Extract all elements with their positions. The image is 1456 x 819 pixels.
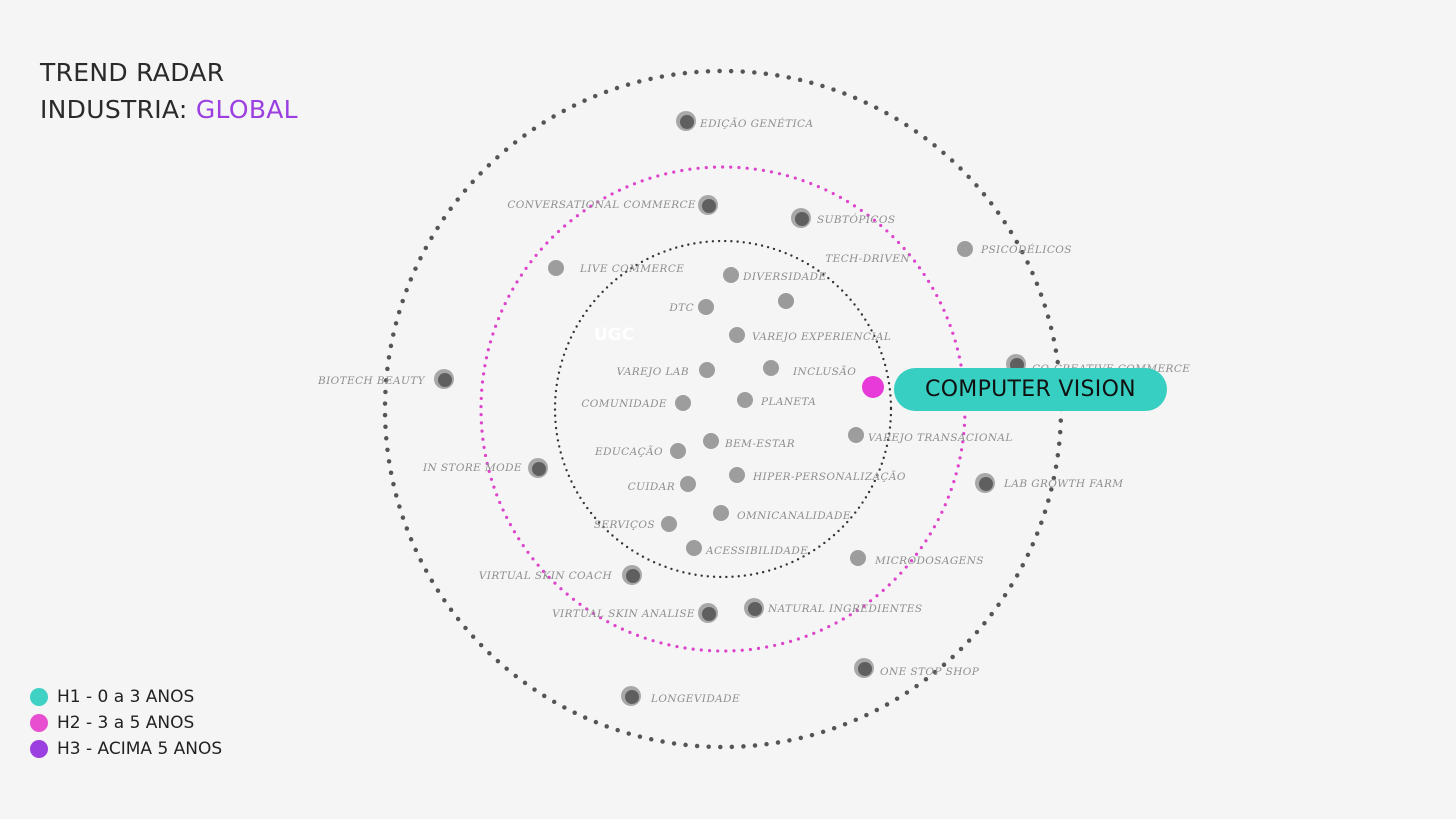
title-line-1: TREND RADAR <box>40 58 225 87</box>
trend-label-virtual-skin-analise: VIRTUAL SKIN ANALISE <box>552 608 695 620</box>
trend-dot-servicos[interactable] <box>661 516 677 532</box>
trend-label-subtopicos: SUBTÓPICOS <box>817 212 895 226</box>
trend-label-acessibilidade: ACESSIBILIDADE <box>705 545 808 557</box>
trend-dot-psicodelicos[interactable] <box>957 241 973 257</box>
title-line-2: INDUSTRIA: GLOBAL <box>40 91 298 128</box>
trend-dot-one-stop-shop[interactable] <box>858 662 872 676</box>
trend-label-varejo-lab: VAREJO LAB <box>617 366 689 378</box>
trend-dot-unlabeled[interactable] <box>778 293 794 309</box>
trend-label-varejo-transacional: VAREJO TRANSACIONAL <box>868 432 1013 444</box>
trend-dot-varejo-experiencial[interactable] <box>729 327 745 343</box>
trend-dot-lab-growth-farm[interactable] <box>979 477 993 491</box>
trend-dot-varejo-transacional[interactable] <box>848 427 864 443</box>
trend-label-hiper-personalizacao: HIPER-PERSONALIZAÇÃO <box>752 469 906 483</box>
ring-inner <box>553 239 893 579</box>
page-title: TREND RADAR INDUSTRIA: GLOBAL <box>40 54 298 128</box>
trend-label-comunidade: COMUNIDADE <box>581 398 667 410</box>
trend-dot-virtual-skin-coach[interactable] <box>626 569 640 583</box>
trend-dot-diversidade[interactable] <box>723 267 739 283</box>
trend-label-lab-growth-farm: LAB GROWTH FARM <box>1003 478 1123 490</box>
trend-label-dtc: DTC <box>668 302 694 314</box>
radar-labels: EDIÇÃO GENÉTICA CONVERSATIONAL COMMERCE SU… <box>317 116 1190 705</box>
trend-label-natural-ingredientes: NATURAL INGREDIENTES <box>767 603 922 615</box>
trend-label-microdosagens: MICRODOSAGENS <box>874 555 984 567</box>
trend-dot-planeta[interactable] <box>737 392 753 408</box>
legend-dot-h1 <box>30 688 48 706</box>
trend-dot-inclusao[interactable] <box>763 360 779 376</box>
trend-dot-educacao[interactable] <box>670 443 686 459</box>
title-industry-prefix: INDUSTRIA: <box>40 95 196 124</box>
trend-dot-biotech-beauty[interactable] <box>438 373 452 387</box>
trend-dot-hiper-personalizacao[interactable] <box>729 467 745 483</box>
legend-label-h2: H2 - 3 a 5 ANOS <box>57 713 195 733</box>
center-label-ugc: UGC <box>594 325 634 345</box>
trend-dot-virtual-skin-analise[interactable] <box>702 607 716 621</box>
trend-label-cuidar: CUIDAR <box>628 481 675 493</box>
trend-dot-microdosagens[interactable] <box>850 550 866 566</box>
trend-label-diversidade: DIVERSIDADE <box>742 271 827 283</box>
trend-label-bem-estar: BEM-ESTAR <box>724 438 795 450</box>
trend-dot-acessibilidade[interactable] <box>686 540 702 556</box>
radar-points <box>434 111 1026 706</box>
trend-dot-omnicanalidade[interactable] <box>713 505 729 521</box>
trend-label-longevidade: LONGEVIDADE <box>650 693 740 705</box>
trend-label-servicos: SERVIÇOS <box>594 519 655 531</box>
trend-label-educacao: EDUCAÇÃO <box>594 444 663 458</box>
legend-item-h1: H1 - 0 a 3 ANOS <box>30 684 222 710</box>
legend-label-h3: H3 - ACIMA 5 ANOS <box>57 739 223 759</box>
trend-dot-bem-estar[interactable] <box>703 433 719 449</box>
trend-label-inclusao: INCLUSÃO <box>792 364 856 378</box>
trend-label-one-stop-shop: ONE STOP SHOP <box>880 666 980 678</box>
legend-item-h2: H2 - 3 a 5 ANOS <box>30 710 222 736</box>
trend-dot-comunidade[interactable] <box>675 395 691 411</box>
legend: H1 - 0 a 3 ANOS H2 - 3 a 5 ANOS H3 - ACI… <box>30 684 222 762</box>
trend-dot-edicao-genetica[interactable] <box>680 115 694 129</box>
trend-dot-subtopicos[interactable] <box>795 212 809 226</box>
legend-label-h1: H1 - 0 a 3 ANOS <box>57 687 195 707</box>
title-industry-value: GLOBAL <box>195 95 298 124</box>
trend-dot-longevidade[interactable] <box>625 690 639 704</box>
trend-label-omnicanalidade: OMNICANALIDADE <box>737 510 851 522</box>
legend-item-h3: H3 - ACIMA 5 ANOS <box>30 736 222 762</box>
trend-label-in-store-mode: IN STORE MODE <box>422 462 522 474</box>
trend-label-psicodelicos: PSICODÉLICOS <box>980 242 1072 256</box>
trend-label-virtual-skin-coach: VIRTUAL SKIN COACH <box>479 570 613 582</box>
trend-dot-dtc[interactable] <box>698 299 714 315</box>
trend-label-live-commerce: LIVE COMMERCE <box>579 263 684 275</box>
trend-label-planeta: PLANETA <box>760 396 816 408</box>
trend-label-varejo-experiencial: VAREJO EXPERIENCIAL <box>752 331 891 343</box>
legend-dot-h3 <box>30 740 48 758</box>
trend-dot-varejo-lab[interactable] <box>699 362 715 378</box>
trend-dot-natural-ingredientes[interactable] <box>748 602 762 616</box>
trend-dot-live-commerce[interactable] <box>548 260 564 276</box>
legend-dot-h2 <box>30 714 48 732</box>
trend-label-tech-driven: TECH-DRIVEN <box>825 253 910 265</box>
computer-vision-callout[interactable]: COMPUTER VISION <box>894 368 1167 411</box>
trend-dot-cuidar[interactable] <box>680 476 696 492</box>
trend-dot-in-store-mode[interactable] <box>532 462 546 476</box>
trend-dot-computer-vision[interactable] <box>862 376 884 398</box>
trend-dot-conversational-commerce[interactable] <box>702 199 716 213</box>
trend-label-biotech-beauty: BIOTECH BEAUTY <box>317 375 426 387</box>
trend-label-conversational-commerce: CONVERSATIONAL COMMERCE <box>507 199 696 211</box>
trend-label-edicao-genetica: EDIÇÃO GENÉTICA <box>699 116 813 130</box>
